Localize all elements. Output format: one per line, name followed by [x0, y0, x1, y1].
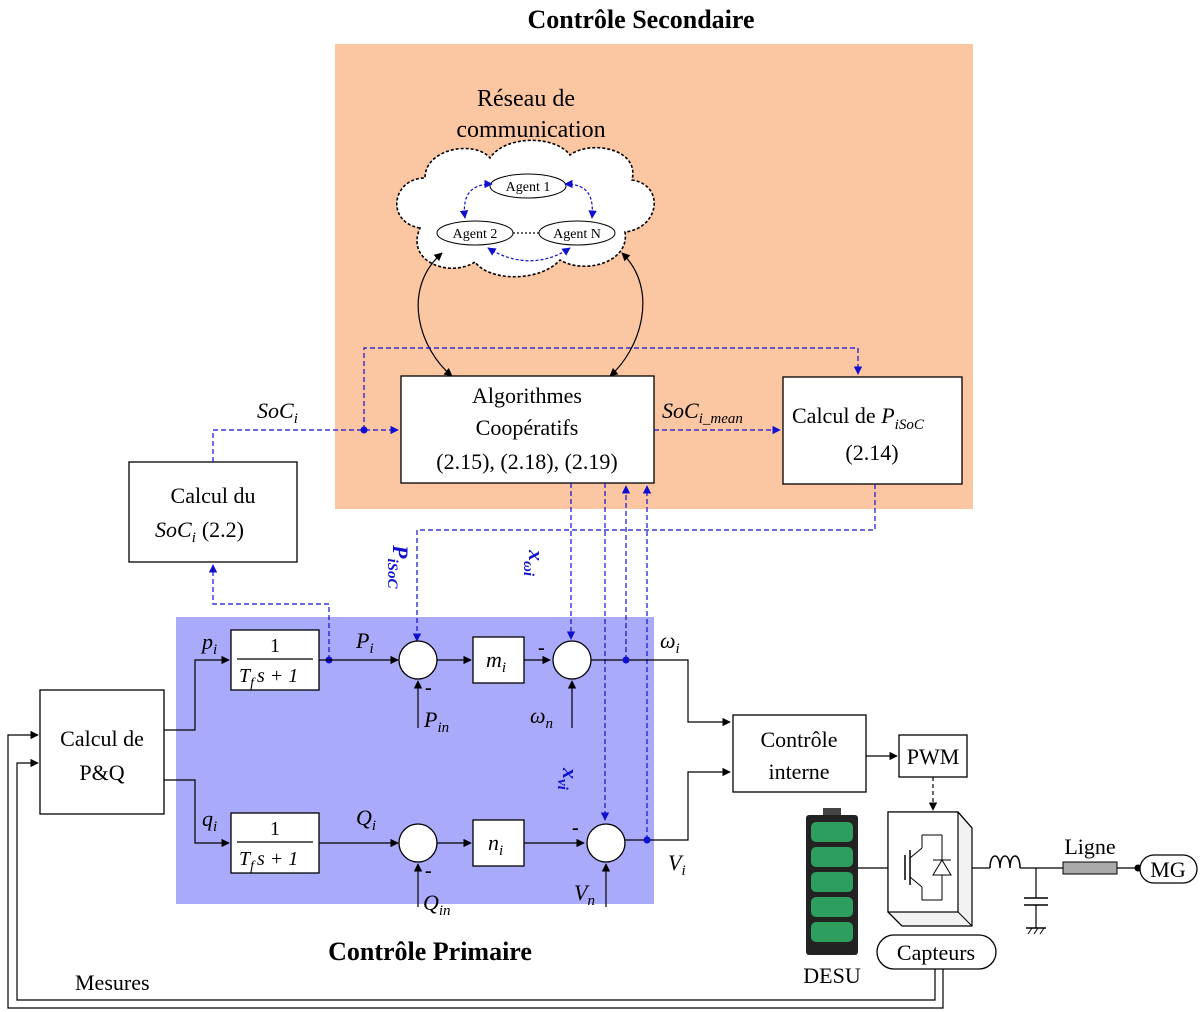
omega-i-line: [591, 659, 731, 727]
desu-label: DESU: [803, 963, 861, 988]
pwm-label: PWM: [907, 744, 960, 769]
internal-control-block: [732, 714, 867, 793]
ground-icon: [1026, 927, 1046, 935]
communication-cloud: [396, 139, 655, 278]
q-in-minus: -: [425, 860, 432, 882]
sum-v: [586, 823, 626, 863]
droop-m-block: [472, 636, 525, 684]
P-i-label: Pi: [355, 628, 374, 657]
pisoc-calc-line2: (2.14): [845, 440, 898, 465]
algo-line3: (2.15), (2.18), (2.19): [436, 449, 617, 474]
mesures-label: Mesures: [75, 970, 150, 995]
Q-in-label: Qin: [423, 890, 451, 919]
pq-calc-line2: P&Q: [79, 760, 124, 785]
cloud-label-line1: Réseau de: [477, 86, 575, 112]
soc-i-to-pisoc: [363, 347, 863, 430]
line-impedance-icon: [1062, 861, 1118, 875]
pq-calc-block: [39, 689, 165, 815]
P-in-label: Pin: [423, 707, 449, 736]
filter-p-num: 1: [270, 635, 280, 657]
sum-p: [398, 640, 438, 680]
cloud-label-line2: communication: [456, 117, 605, 143]
q-i-label: qi: [202, 806, 217, 835]
p-in-minus: -: [425, 677, 432, 699]
pisoc-signal: [412, 484, 876, 642]
algo-line2: Coopératifs: [476, 415, 579, 440]
primary-title: Contrôle Primaire: [328, 937, 532, 966]
v-minus: -: [572, 817, 579, 839]
ligne-label: Ligne: [1064, 834, 1115, 859]
agent-1-label: Agent 1: [506, 180, 551, 195]
v-i-junction: [643, 836, 651, 844]
battery-icon: [806, 808, 858, 955]
measures-feedback-inner: [16, 758, 936, 1001]
filter-q-num: 1: [270, 818, 280, 840]
pi-to-soc-calc: [208, 564, 330, 660]
omega-i-label: ωi: [660, 628, 680, 657]
inductor-icon: [989, 855, 1021, 869]
droop-n-label: ni: [488, 830, 503, 859]
link-agent1-agent2: [459, 179, 493, 219]
soc-calc-line1: Calcul du: [171, 483, 256, 508]
agent-n-label: Agent N: [553, 227, 601, 242]
sum-omega: [552, 640, 592, 680]
cloud-to-algo-right: [609, 252, 644, 377]
sum-q: [398, 823, 438, 863]
sensors-label: Capteurs: [897, 940, 975, 965]
link-agent1-agentn: [564, 179, 597, 219]
pisoc-calc-line1: Calcul de PiSoC: [792, 403, 925, 433]
pisoc-label: PiSoC: [384, 544, 413, 589]
mg-label: MG: [1150, 857, 1186, 882]
omega-minus: -: [538, 637, 545, 659]
V-i-label: Vi: [668, 850, 686, 879]
cloud-to-algo-left: [417, 252, 453, 377]
filter-q-block: [230, 812, 320, 874]
soc-i-signal: [212, 425, 399, 462]
q-line: [164, 779, 230, 848]
x-v-label: xvi: [554, 767, 583, 791]
omega-n-label: ωn: [530, 703, 553, 732]
sensors-block: [876, 934, 997, 970]
droop-m-label: mi: [486, 647, 506, 676]
inverter-icon: [887, 811, 973, 927]
omega-i-junction: [622, 656, 630, 664]
soc-calc-line2: SoCi(2.2): [155, 517, 244, 546]
pisoc-calc-block: [782, 376, 963, 485]
agent-2-label: Agent 2: [453, 227, 498, 242]
secondary-title: Contrôle Secondaire: [528, 5, 755, 34]
soc-mean-label: SoCi_mean: [662, 398, 743, 427]
measures-feedback-outer: [7, 730, 944, 1009]
V-n-label: Vn: [574, 880, 595, 909]
v-i-line: [625, 767, 731, 841]
pwm-block: [898, 734, 968, 778]
droop-n-block: [472, 819, 525, 867]
Q-i-label: Qi: [356, 805, 376, 834]
pq-calc-line1: Calcul de: [60, 726, 144, 751]
soc-calc-block: [128, 461, 298, 563]
capacitor-icon: [1024, 868, 1048, 928]
cooperative-algorithms-block: [400, 375, 655, 484]
filter-p-block: [230, 629, 320, 691]
internal-control-line2: interne: [768, 759, 829, 784]
x-omega-label: xωi: [520, 549, 549, 577]
internal-control-line1: Contrôle: [761, 727, 838, 752]
algo-line1: Algorithmes: [472, 383, 582, 408]
p-line: [164, 655, 230, 731]
mg-node: [1139, 854, 1198, 884]
soc-i-label: SoCi: [257, 398, 298, 427]
p-i-label: pi: [200, 629, 217, 658]
